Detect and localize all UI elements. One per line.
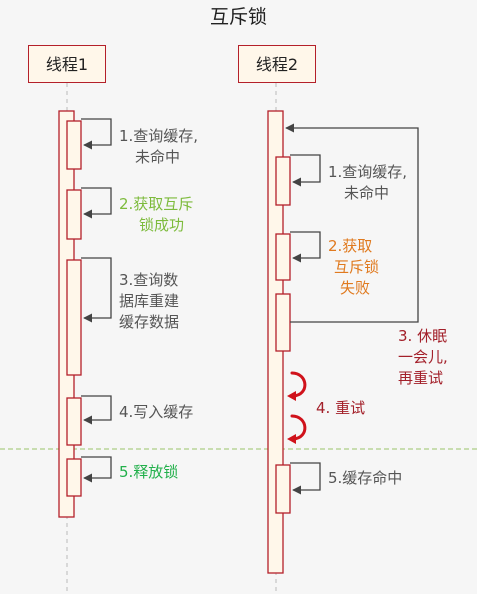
thread2-sleep-retry-loop [285, 123, 419, 323]
thread2-step2-activation [275, 233, 291, 281]
thread1-step1-label: 1.查询缓存, 未命中 [119, 127, 199, 166]
thread2-step3-activation [275, 293, 291, 352]
thread1-step4-label: 4.写入缓存 [119, 403, 194, 421]
thread1-step4-activation [66, 397, 82, 446]
thread1-step3-label: 3.查询数 据库重建 缓存数据 [119, 271, 180, 331]
thread1-step5-arrow [81, 456, 112, 483]
thread1-actor-box: 线程1 [28, 45, 106, 83]
thread2-step2-label: 2.获取 互斥锁 失败 [328, 237, 380, 297]
thread1-step4-arrow [81, 395, 112, 425]
thread2-step4-label: 4. 重试 [316, 399, 366, 417]
thread2-step2-arrow [290, 231, 321, 263]
thread2-step1-label: 1.查询缓存, 未命中 [328, 163, 408, 202]
thread2-step5-label: 5.缓存命中 [328, 469, 403, 487]
thread1-step2-activation [66, 189, 82, 240]
thread2-step3-label: 3. 休眠 一会儿, 再重试 [398, 327, 448, 387]
thread1-step2-arrow [81, 187, 112, 219]
thread2-step5-arrow [290, 462, 321, 495]
thread1-step3-arrow [81, 257, 112, 323]
thread2-actor-box: 线程2 [238, 45, 316, 83]
thread1-step3-activation [66, 259, 82, 376]
diagram-title: 互斥锁 [209, 6, 267, 28]
thread2-step1-arrow [290, 154, 321, 187]
thread2-step1-activation [275, 156, 291, 206]
thread1-step1-activation [66, 120, 82, 170]
retry-arrowhead-icon [287, 434, 296, 444]
retry-curl-icon [290, 371, 307, 441]
retry-arrowhead-icon [287, 391, 296, 401]
thread1-step1-arrow [81, 118, 112, 150]
thread1-step2-label: 2.获取互斥 锁成功 [119, 195, 194, 234]
thread2-step5-activation [275, 464, 291, 514]
thread1-step5-activation [66, 458, 82, 497]
thread1-step5-label: 5.释放锁 [119, 463, 179, 481]
